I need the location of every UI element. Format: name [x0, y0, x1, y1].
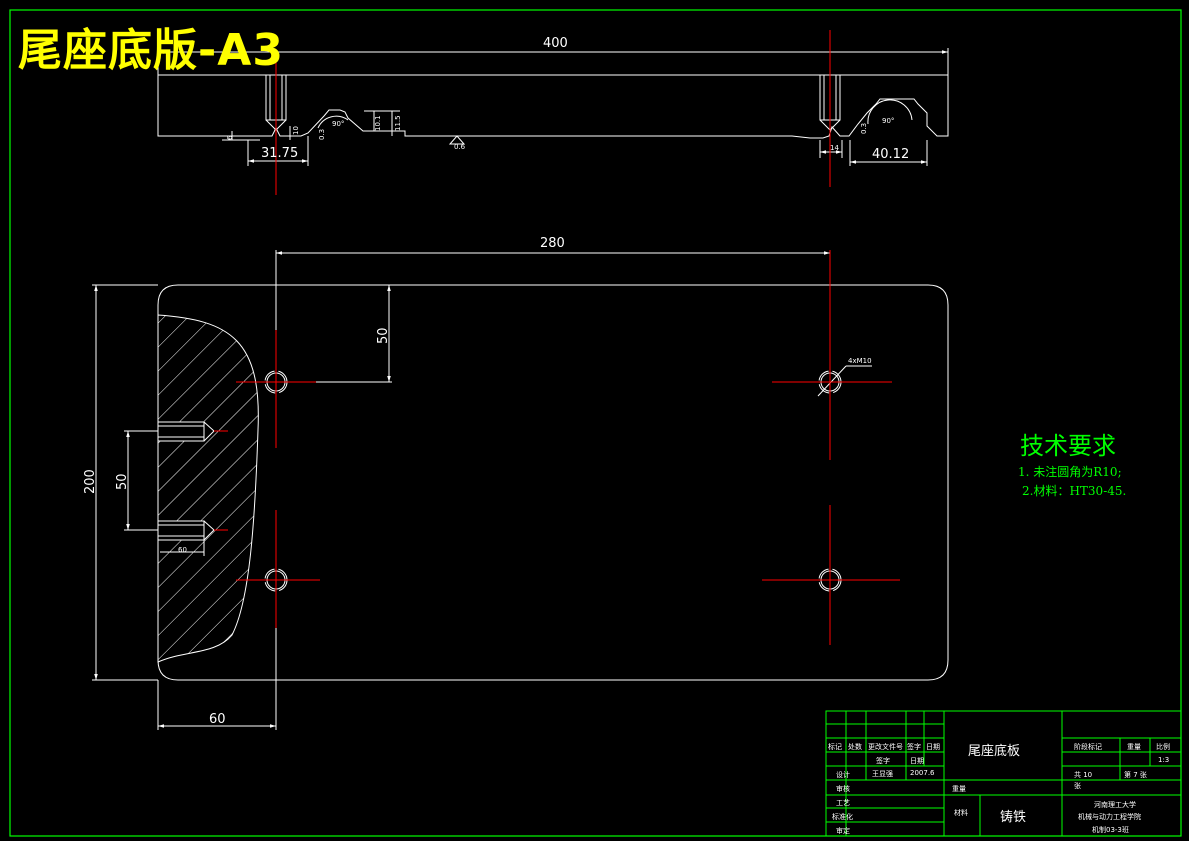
top-view — [157, 48, 949, 166]
dim-6: 6 — [226, 135, 234, 140]
tb-zhang: 张 — [1074, 782, 1081, 790]
tb-review-label: 审核 — [836, 785, 850, 793]
tb-designer-name: 王显强 — [872, 770, 893, 778]
tb-process-label: 工艺 — [836, 799, 850, 807]
tb-col-sign: 签字 — [907, 743, 921, 751]
tb-part-name: 尾座底板 — [968, 744, 1021, 759]
tech-req-item-1: 1. 未注圆角为R10; — [1018, 465, 1122, 479]
tb-col-change: 更改文件号 — [868, 743, 903, 751]
dim-200: 200 — [83, 469, 98, 494]
tb-row-sign: 签字 — [876, 757, 890, 765]
dim-10-1: 10.1 — [374, 115, 382, 131]
dim-50-left: 50 — [115, 473, 130, 490]
dim-10: 10 — [292, 126, 300, 135]
tech-req-heading: 技术要求 — [1020, 432, 1116, 460]
tb-sheet-num: 第 7 张 — [1124, 771, 1147, 779]
tb-col-mark: 标记 — [828, 743, 842, 751]
tb-scale: 1:3 — [1158, 756, 1170, 764]
tb-weight-head: 重量 — [1127, 743, 1141, 751]
tb-row-date: 日期 — [910, 757, 924, 765]
dim-60: 60 — [209, 712, 226, 727]
dim-angle-b: 90° — [882, 117, 895, 125]
dim-400: 400 — [543, 36, 568, 51]
plan-view — [92, 250, 949, 730]
dim-11-5: 11.5 — [394, 115, 402, 131]
tb-material-label: 材料 — [954, 809, 968, 817]
dim-280: 280 — [540, 236, 565, 251]
tb-class: 机制03-3班 — [1092, 826, 1129, 834]
dim-14: 14 — [830, 144, 839, 152]
dim-0-3-b: 0.3 — [860, 122, 868, 134]
tb-school-1: 河南理工大学 — [1094, 801, 1136, 809]
tb-weight-label: 重量 — [952, 785, 966, 793]
tb-scale-label: 比例 — [1156, 743, 1170, 751]
drawing-title: 尾座底版-A3 — [18, 25, 284, 76]
tb-standard-label: 标准化 — [832, 813, 853, 821]
tb-approve-label: 审定 — [836, 827, 850, 835]
tb-school-2: 机械与动力工程学院 — [1078, 813, 1141, 821]
dim-0-3-a: 0.3 — [318, 128, 326, 140]
title-block — [825, 710, 1182, 837]
dim-50-top: 50 — [376, 327, 391, 344]
tb-stage-label: 阶段标记 — [1074, 743, 1102, 751]
dim-60-small: 60 — [178, 546, 187, 554]
dim-40-12: 40.12 — [872, 147, 910, 162]
drawing-frame — [9, 9, 1182, 837]
tb-designer-label: 设计 — [836, 771, 850, 779]
tb-sheet-total: 共 10 — [1074, 771, 1093, 779]
tb-design-date: 2007.6 — [910, 769, 935, 777]
tb-col-date: 日期 — [926, 743, 940, 751]
dim-0-6: 0.6 — [454, 143, 466, 151]
tb-col-count: 处数 — [848, 743, 862, 751]
dim-4xM10: 4xM10 — [848, 357, 872, 365]
tech-req-item-2: 2.材料：HT30-45. — [1022, 484, 1127, 498]
dim-angle-a: 90° — [332, 120, 345, 128]
dim-31-75: 31.75 — [261, 146, 299, 161]
tb-material: 铸铁 — [1000, 810, 1027, 825]
